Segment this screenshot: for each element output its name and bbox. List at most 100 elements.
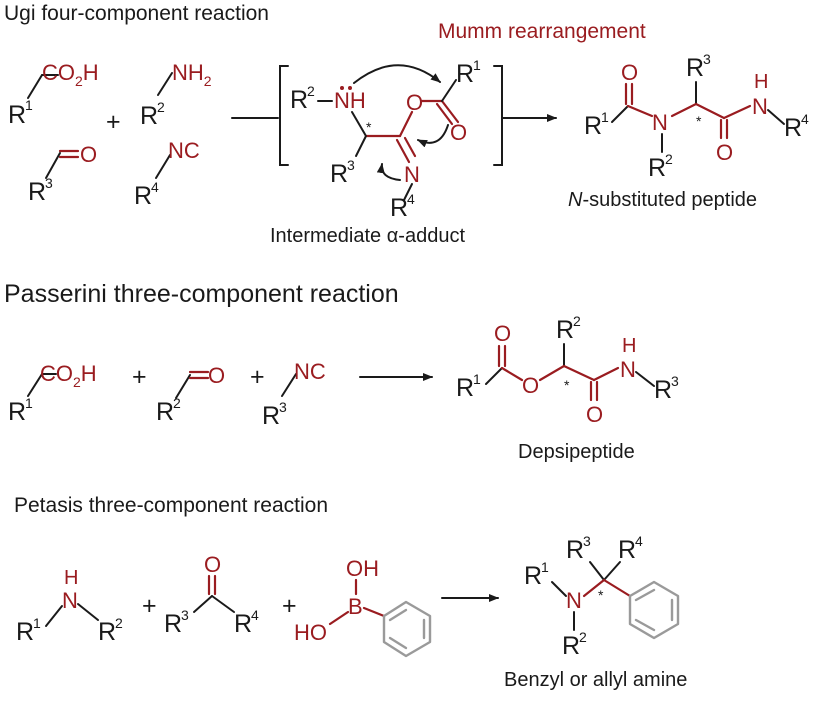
peptide-product: R1 O N R2 R3 * O N H R4 [584, 51, 809, 182]
svg-text:O: O [406, 90, 423, 115]
amine-product: R1 N R2 * R3 R4 [524, 533, 680, 660]
passerini-title: Passerini three-component reaction [4, 280, 399, 308]
svg-text:2: 2 [665, 151, 673, 167]
svg-text:4: 4 [801, 111, 809, 127]
svg-text:R: R [234, 610, 252, 638]
svg-text:1: 1 [473, 371, 481, 387]
svg-text:H: H [622, 335, 636, 357]
svg-text:R: R [584, 112, 602, 140]
svg-text:1: 1 [33, 615, 41, 631]
svg-text:4: 4 [407, 191, 415, 207]
svg-text:1: 1 [25, 395, 33, 411]
ugi-title: Ugi four-component reaction [4, 2, 269, 25]
svg-text:1: 1 [541, 559, 549, 575]
svg-text:N: N [566, 588, 582, 613]
svg-text:R: R [648, 154, 666, 182]
svg-text:3: 3 [45, 175, 53, 191]
svg-text:R: R [28, 178, 46, 206]
svg-text:R: R [164, 610, 182, 638]
svg-text:3: 3 [583, 533, 591, 549]
svg-text:NC: NC [294, 359, 326, 384]
svg-text:*: * [366, 119, 372, 135]
svg-text:CO2H: CO2H [40, 361, 97, 390]
svg-text:*: * [564, 377, 570, 393]
depsipeptide-product: R1 O O R2 * O N H R3 [456, 313, 679, 427]
svg-text:3: 3 [703, 51, 711, 67]
svg-text:3: 3 [181, 607, 189, 623]
svg-text:O: O [586, 402, 603, 427]
svg-text:R: R [654, 376, 672, 404]
svg-text:O: O [621, 60, 638, 85]
aldehyde-2: O R2 [156, 363, 225, 426]
svg-text:OH: OH [346, 556, 379, 581]
ketone: R3 O R4 [164, 552, 259, 638]
svg-text:R: R [290, 86, 308, 114]
left-bracket [279, 65, 289, 166]
svg-text:2: 2 [115, 615, 123, 631]
svg-text:3: 3 [347, 157, 355, 173]
plus-sign: + [132, 363, 147, 391]
svg-text:3: 3 [671, 373, 679, 389]
svg-text:HO: HO [294, 620, 327, 645]
depsipeptide-caption: Depsipeptide [518, 441, 635, 463]
phenyl-ring [628, 580, 680, 640]
isocyanide-2: NC R3 [262, 359, 326, 430]
svg-text:*: * [598, 587, 604, 603]
alpha-adduct: R2 NH * R3 N R4 O O R1 [290, 57, 481, 222]
svg-text:2: 2 [173, 395, 181, 411]
peptide-caption: N-substituted peptide [568, 189, 757, 211]
svg-text:H: H [64, 567, 78, 589]
svg-text:O: O [494, 321, 511, 346]
svg-text:4: 4 [151, 179, 159, 195]
svg-text:N: N [404, 162, 420, 187]
svg-text:R: R [156, 398, 174, 426]
svg-text:R: R [556, 316, 574, 344]
amine-2: R1 N H R2 [16, 567, 123, 646]
carboxylic-acid-1: R1 CO2H [8, 60, 99, 129]
svg-text:CO2H: CO2H [42, 60, 99, 89]
svg-text:R: R [330, 160, 348, 188]
plus-sign: + [250, 363, 265, 391]
svg-text:1: 1 [25, 97, 33, 113]
svg-text:R: R [456, 60, 474, 88]
alpha-adduct-caption: Intermediate α-adduct [270, 225, 465, 247]
svg-text:H: H [754, 71, 768, 93]
svg-text:R: R [8, 398, 26, 426]
carboxylic-acid-2: R1 CO2H [8, 361, 97, 426]
svg-text:O: O [450, 120, 467, 145]
svg-text:O: O [80, 142, 97, 167]
svg-text:B: B [348, 594, 363, 619]
svg-text:1: 1 [601, 109, 609, 125]
svg-text:1: 1 [473, 57, 481, 73]
boronic-acid: OH B HO [294, 556, 432, 658]
amine-caption: Benzyl or allyl amine [504, 669, 687, 691]
svg-text:R: R [456, 374, 474, 402]
svg-text:R: R [390, 194, 408, 222]
mumm-caption: Mumm rearrangement [438, 20, 646, 43]
svg-text:NH2: NH2 [172, 60, 212, 89]
svg-text:N: N [620, 357, 636, 382]
svg-text:2: 2 [157, 99, 165, 115]
svg-text:R: R [618, 536, 636, 564]
svg-text:NC: NC [168, 138, 200, 163]
svg-text:O: O [522, 373, 539, 398]
svg-text:O: O [208, 363, 225, 388]
plus-sign: + [142, 592, 157, 620]
svg-text:R: R [562, 632, 580, 660]
svg-text:3: 3 [279, 399, 287, 415]
aldehyde-1: O R3 [28, 142, 97, 206]
plus-sign: + [106, 108, 121, 136]
svg-text:R: R [134, 182, 152, 210]
phenyl-ring [382, 600, 432, 658]
svg-text:R: R [524, 562, 542, 590]
svg-text:NH: NH [334, 88, 366, 113]
svg-text:O: O [716, 140, 733, 165]
svg-text:N: N [652, 110, 668, 135]
svg-text:4: 4 [635, 533, 643, 549]
svg-text:R: R [16, 618, 34, 646]
svg-text:R: R [262, 402, 280, 430]
petasis-title: Petasis three-component reaction [14, 494, 328, 517]
svg-text:*: * [696, 113, 702, 129]
svg-text:R: R [686, 54, 704, 82]
